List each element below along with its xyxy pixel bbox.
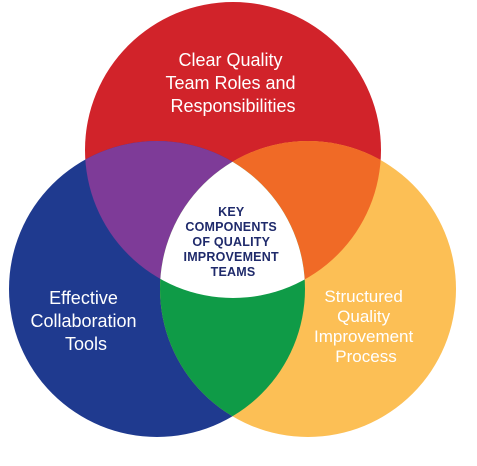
label-roles-line-2: Team Roles and [165, 73, 295, 93]
label-roles: Clear Quality Team Roles and Responsibil… [165, 50, 300, 116]
center-label-line-3: OF QUALITY [192, 235, 270, 249]
overlap-center [160, 141, 305, 298]
label-roles-line-3: Responsibilities [170, 96, 295, 116]
label-tools: Effective Collaboration Tools [30, 288, 141, 354]
label-tools-line-2: Collaboration [30, 311, 136, 331]
label-process: Structured Quality Improvement Process [314, 287, 418, 366]
label-process-line-3: Improvement [314, 327, 413, 346]
center-label-line-5: TEAMS [211, 265, 256, 279]
label-process-line-2: Quality [337, 307, 390, 326]
center-label-line-1: KEY [218, 205, 245, 219]
label-process-line-4: Process [335, 347, 396, 366]
label-process-line-1: Structured [324, 287, 402, 306]
center-label: KEY COMPONENTS OF QUALITY IMPROVEMENT TE… [184, 205, 283, 279]
label-tools-line-3: Tools [65, 334, 107, 354]
center-label-line-4: IMPROVEMENT [184, 250, 279, 264]
label-roles-line-1: Clear Quality [178, 50, 282, 70]
center-label-line-2: COMPONENTS [185, 220, 277, 234]
label-tools-line-1: Effective [49, 288, 118, 308]
